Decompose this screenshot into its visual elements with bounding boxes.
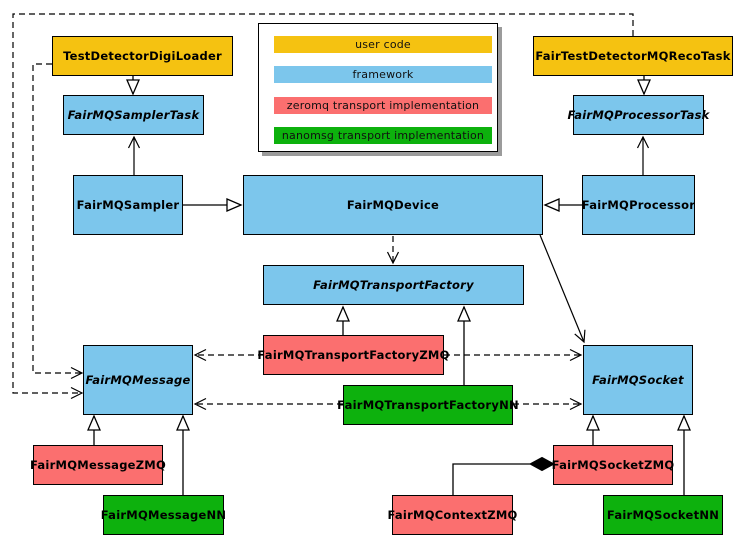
class-label: FairMQContextZMQ xyxy=(387,508,518,522)
legend-label-zeromq: zeromq transport implementation xyxy=(286,99,480,112)
class-box-fairmqmessagenn: FairMQMessageNN xyxy=(100,495,227,535)
class-label: FairMQSampler xyxy=(76,198,180,212)
class-box-fairmqtransportfactory: FairMQTransportFactory xyxy=(263,265,524,305)
class-box-fairmqsocket: FairMQSocket xyxy=(583,345,693,415)
edge-device-socket xyxy=(539,234,586,344)
legend-swatch-nanomsg: nanomsg transport implementation xyxy=(274,127,492,144)
composition-diamond xyxy=(528,456,556,472)
class-box-fairmqtransportfactorynn: FairMQTransportFactoryNN xyxy=(337,385,519,425)
class-box-fairmqdevice: FairMQDevice xyxy=(243,175,543,235)
legend-label-framework: framework xyxy=(352,68,414,81)
class-label: FairMQDevice xyxy=(346,198,440,212)
dependency-edges xyxy=(12,13,634,411)
class-box-fairmqprocessortask: FairMQProcessorTask xyxy=(567,95,709,135)
class-box-fairmqsamplertask: FairMQSamplerTask xyxy=(63,95,204,135)
class-box-fairmqprocessor: FairMQProcessor xyxy=(582,175,695,235)
class-box-fairmqmessage: FairMQMessage xyxy=(83,345,193,415)
class-label: FairMQProcessor xyxy=(581,198,696,212)
class-box-testdetectordigiloader: TestDetectorDigiLoader xyxy=(52,36,233,76)
association-edges xyxy=(127,135,650,344)
class-label: FairMQMessageNN xyxy=(100,508,227,522)
class-label: FairMQSocketNN xyxy=(606,508,720,522)
class-label: FairMQMessage xyxy=(85,373,191,387)
edge-contextzmq-socketzmq-line xyxy=(452,463,530,495)
class-box-fairmqcontextzmq: FairMQContextZMQ xyxy=(387,495,517,535)
class-box-fairmqmessagezmq: FairMQMessageZMQ xyxy=(29,445,167,485)
edge-recotask-message xyxy=(12,13,634,400)
legend-swatch-user-code: user code xyxy=(274,36,492,53)
class-label: FairMQSamplerTask xyxy=(67,108,200,122)
class-label: FairMQTransportFactory xyxy=(313,278,474,292)
class-label: FairMQTransportFactoryNN xyxy=(337,398,519,412)
legend-swatch-zeromq: zeromq transport implementation xyxy=(274,97,492,114)
legend-swatch-framework: framework xyxy=(274,66,492,83)
class-label: FairMQProcessorTask xyxy=(567,108,710,122)
class-box-fairmqsocketzmq: FairMQSocketZMQ xyxy=(551,445,675,485)
class-label: FairMQSocketZMQ xyxy=(551,458,675,472)
class-box-fairmqsampler: FairMQSampler xyxy=(73,175,183,235)
legend: user code framework zeromq transport imp… xyxy=(258,23,498,152)
class-label: FairTestDetectorMQRecoTask xyxy=(535,49,731,63)
inheritance-edges xyxy=(87,76,691,495)
class-box-fairtestdetectormqrecotask: FairTestDetectorMQRecoTask xyxy=(533,36,733,76)
class-label: FairMQTransportFactoryZMQ xyxy=(257,348,450,362)
class-box-fairmqsocketnn: FairMQSocketNN xyxy=(603,495,723,535)
class-label: FairMQMessageZMQ xyxy=(29,458,167,472)
legend-label-user-code: user code xyxy=(355,38,411,51)
legend-label-nanomsg: nanomsg transport implementation xyxy=(281,129,485,142)
class-label: FairMQSocket xyxy=(592,373,684,387)
edge-digiloader-message xyxy=(32,63,84,380)
class-box-fairmqtransportfactoryzmq: FairMQTransportFactoryZMQ xyxy=(257,335,449,375)
composition-edge xyxy=(452,456,556,495)
class-label: TestDetectorDigiLoader xyxy=(63,49,222,63)
